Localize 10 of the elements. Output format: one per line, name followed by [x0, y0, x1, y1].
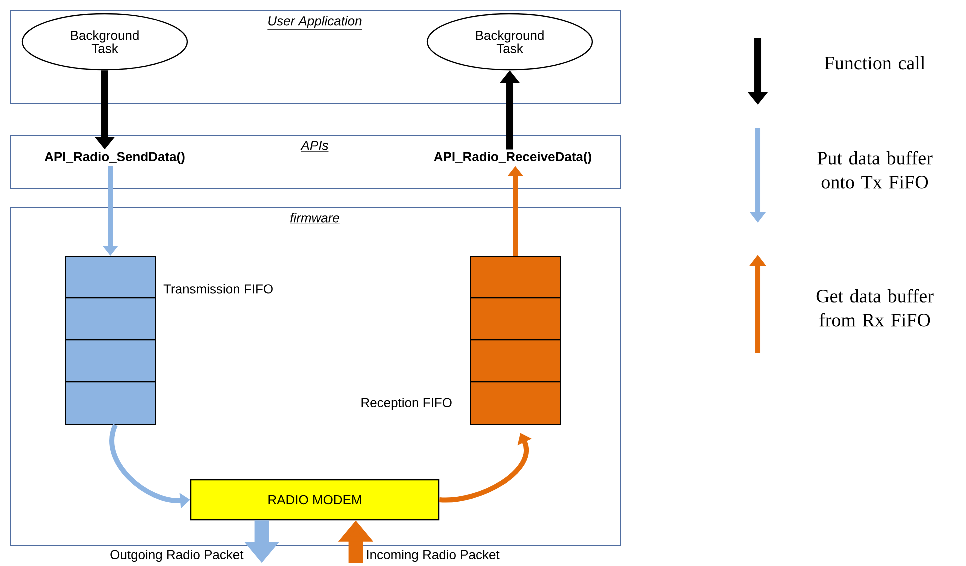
legend-text: Put data buffer onto Tx FiFO — [818, 151, 933, 189]
function-name: API_Radio_SendData() — [44, 152, 185, 164]
legend-text: Function call — [824, 56, 926, 70]
packet-label: Outgoing Radio Packet — [110, 550, 244, 562]
function-name: API_Radio_ReceiveData() — [434, 152, 592, 164]
fifo-label: Reception FIFO — [362, 398, 452, 410]
packet-label: Incoming Radio Packet — [367, 550, 500, 562]
legend-text: Get data buffer from Rx FiFO — [816, 289, 934, 327]
modem-box: RADIO MODEM — [190, 479, 440, 521]
fifo-label: Transmission FIFO — [164, 284, 273, 294]
